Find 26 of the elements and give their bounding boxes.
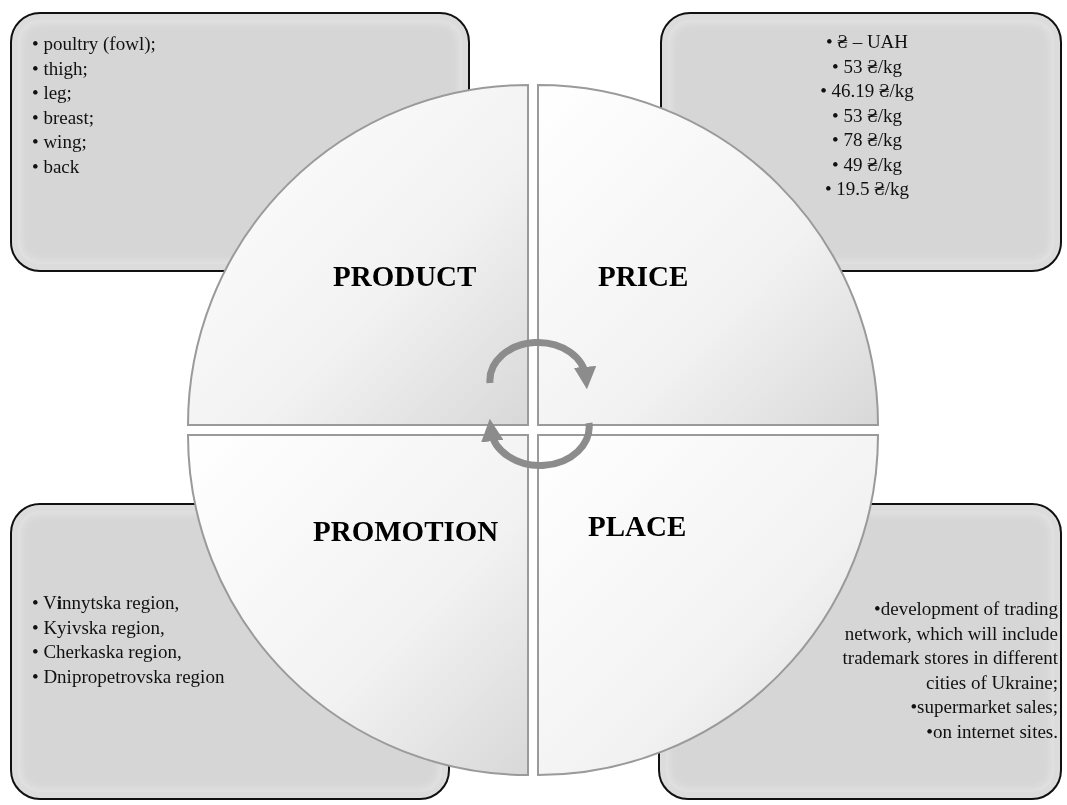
bullet-item: • Kyivska region, bbox=[32, 615, 166, 640]
bullet-item: • Cherkaska region, bbox=[32, 640, 183, 664]
bullet-item: •supermarket sales; bbox=[909, 695, 1058, 719]
bullet-item: • 49 ₴/kg bbox=[831, 152, 903, 177]
bullet-item: • 19.5 ₴/kg bbox=[823, 177, 911, 201]
segment-title: PRODUCT bbox=[333, 260, 477, 293]
segment-title: PRICE bbox=[598, 260, 689, 293]
bullet-item: • ₴ – UAH bbox=[824, 30, 910, 54]
cycle-arrow bbox=[486, 338, 596, 390]
bullet-item: • Vinnytska region, bbox=[32, 591, 181, 615]
bullet-item: • 78 ₴/kg bbox=[831, 128, 903, 152]
bullet-item: • poultry (fowl); bbox=[32, 32, 156, 56]
cycle-arrow bbox=[482, 419, 593, 469]
bullet-item: • wing; bbox=[32, 130, 88, 154]
bullet-item: • Dnipropetrovska region bbox=[32, 664, 225, 689]
bullet-item: • leg; bbox=[32, 81, 73, 105]
segment-title: PROMOTION bbox=[313, 515, 499, 548]
bullet-item: • 46.19 ₴/kg bbox=[819, 79, 915, 103]
bullet-item: • 53 ₴/kg bbox=[831, 103, 903, 128]
bullet-item: •on internet sites. bbox=[925, 719, 1058, 744]
bullet-item: • thigh; bbox=[32, 56, 89, 81]
bullet-item: •development of trading network, which will include trademark stores in different cities of Ukraine; bbox=[841, 597, 1058, 695]
bullet-item: • 53 ₴/kg bbox=[831, 54, 903, 79]
segment-title: PLACE bbox=[588, 510, 687, 543]
bullet-item: • breast; bbox=[32, 105, 96, 130]
bullet-item: • back bbox=[32, 154, 81, 179]
